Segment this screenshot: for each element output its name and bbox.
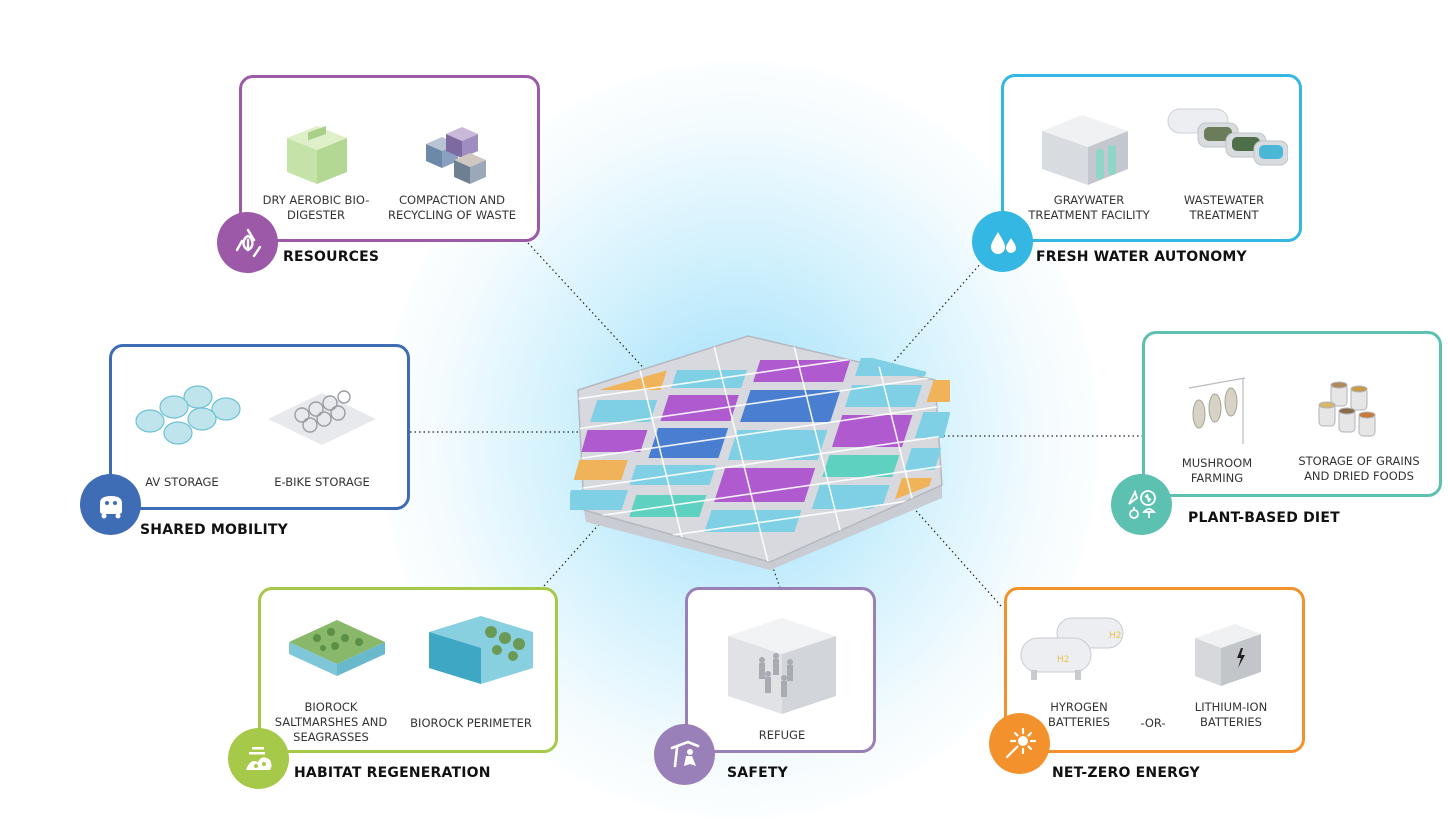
item-label: E-BIKE STORAGE	[274, 475, 370, 489]
item-label: LITHIUM-ION BATTERIES	[1194, 700, 1268, 729]
water-card: GRAYWATER TREATMENT FACILITY WASTEWATER …	[1001, 74, 1302, 242]
hydrogen-tanks-illustration: H2 H2	[1020, 617, 1124, 680]
shelter-icon	[654, 724, 715, 785]
item-label: AV STORAGE	[145, 475, 219, 489]
energy-card: H2 H2 HYROGEN BATTERIES -OR- LITHIUM-ION…	[1004, 587, 1305, 753]
bio-digester-illustration	[287, 125, 347, 184]
saltmarsh-illustration	[289, 620, 385, 676]
av-pods-illustration	[135, 385, 241, 445]
item-label: REFUGE	[758, 728, 806, 742]
wastewater-treatment-illustration	[1167, 108, 1288, 166]
water-title: FRESH WATER AUTONOMY	[1036, 249, 1247, 265]
svg-text:H2: H2	[1109, 631, 1122, 641]
diet-card: MUSHROOM FARMING STORAGE OF GRAINS AND D…	[1142, 331, 1442, 497]
item-label: COMPACTION AND RECYCLING OF WASTE	[388, 193, 516, 222]
item-label: DRY AEROBIC BIO-DIGESTER	[262, 193, 370, 222]
habitat-title: HABITAT REGENERATION	[294, 765, 491, 781]
car-icon	[80, 474, 141, 535]
refuge-room-illustration	[728, 618, 836, 714]
energy-title: NET-ZERO ENERGY	[1052, 765, 1200, 781]
separator-label: -OR-	[1140, 716, 1166, 730]
platform-hexagon-illustration	[570, 335, 950, 570]
resources-title: RESOURCES	[283, 249, 380, 265]
biorock-perimeter-illustration	[429, 616, 533, 684]
lithium-battery-illustration	[1195, 624, 1261, 686]
habitat-card: BIOROCK SALTMARSHES AND SEAGRASSES BIORO…	[258, 587, 558, 753]
water-drops-icon	[972, 211, 1033, 272]
item-label: STORAGE OF GRAINS AND DRIED FOODS	[1298, 454, 1420, 483]
recycle-leaf-icon	[217, 212, 278, 273]
diet-title: PLANT-BASED DIET	[1188, 510, 1340, 526]
food-storage-illustration	[1318, 381, 1376, 437]
safety-card: REFUGE	[685, 587, 876, 753]
item-label: BIOROCK PERIMETER	[410, 716, 532, 730]
ebike-rack-illustration	[268, 390, 376, 445]
resources-card: DRY AEROBIC BIO-DIGESTER COMPACTION AND …	[239, 75, 540, 242]
svg-text:H2: H2	[1057, 655, 1070, 665]
item-label: MUSHROOM FARMING	[1181, 456, 1253, 485]
graywater-facility-illustration	[1042, 115, 1128, 185]
item-label: WASTEWATER TREATMENT	[1183, 193, 1265, 222]
solar-icon	[989, 713, 1050, 774]
safety-title: SAFETY	[727, 765, 788, 781]
reef-icon	[228, 728, 289, 789]
waste-cubes-illustration	[426, 127, 486, 184]
item-label: GRAYWATER TREATMENT FACILITY	[1028, 193, 1150, 222]
mobility-card: AV STORAGE E-BIKE STORAGE	[109, 344, 410, 510]
item-label: BIOROCK SALTMARSHES AND SEAGRASSES	[274, 700, 388, 744]
item-label: HYROGEN BATTERIES	[1048, 700, 1110, 729]
mobility-title: SHARED MOBILITY	[140, 522, 289, 538]
mushroom-farm-illustration	[1188, 377, 1246, 444]
vegetables-icon	[1111, 474, 1172, 535]
